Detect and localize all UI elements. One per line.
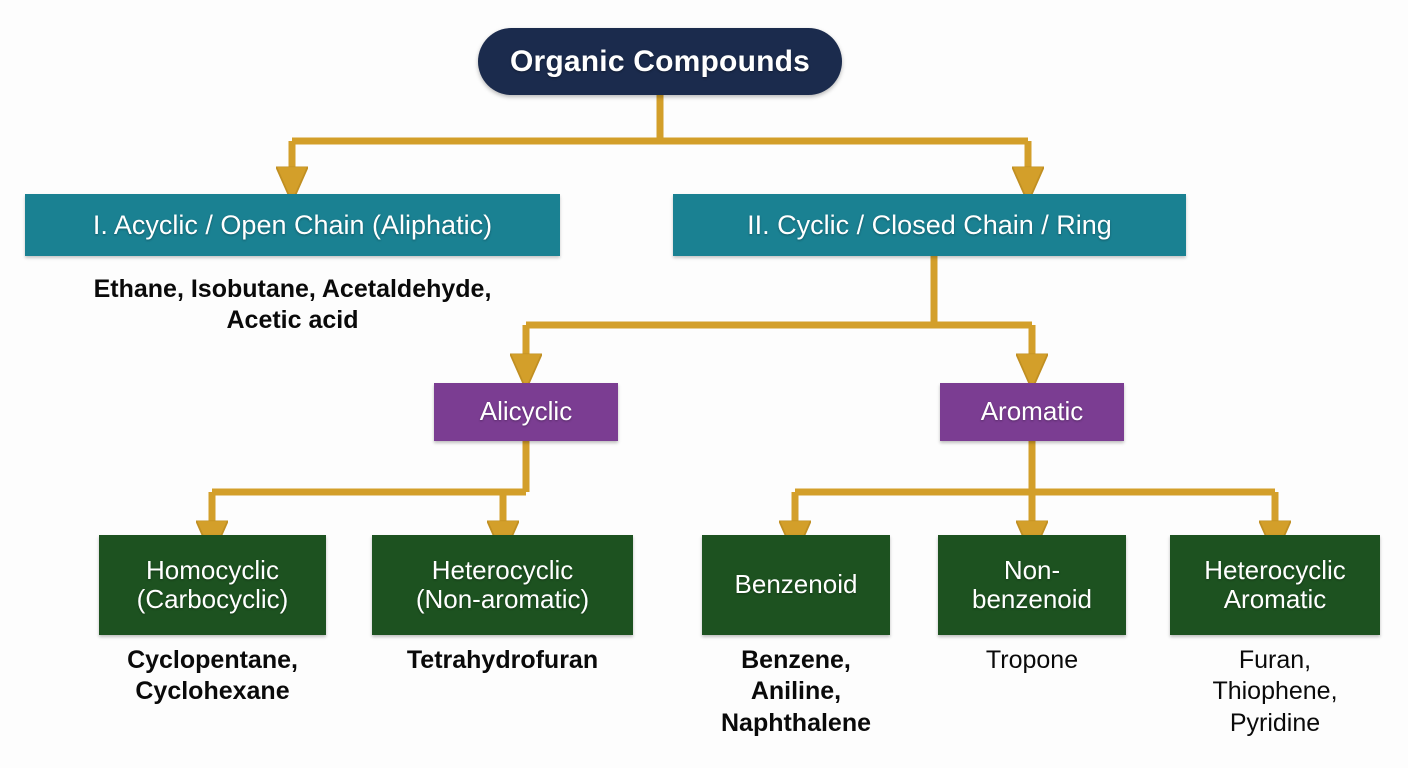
caption-homocyclic-examples-text: Cyclopentane, Cyclohexane — [127, 646, 298, 706]
node-non-benzenoid-label: Non- benzenoid — [972, 554, 1092, 614]
caption-heterocyclic-non-aromatic-examples: Tetrahydrofuran — [372, 645, 633, 676]
caption-non-benzenoid-examples: Tropone — [938, 645, 1126, 676]
node-homocyclic-carbocyclic[interactable]: Homocyclic (Carbocyclic) — [99, 535, 326, 635]
node-heterocyclic-non-aromatic[interactable]: Heterocyclic (Non-aromatic) — [372, 535, 633, 635]
node-homocyclic-carbocyclic-label: Homocyclic (Carbocyclic) — [136, 554, 289, 614]
node-heterocyclic-aromatic-label: Heterocyclic Aromatic — [1204, 554, 1346, 614]
node-benzenoid-label: Benzenoid — [734, 569, 858, 600]
caption-benzenoid-examples: Benzene, Aniline, Naphthalene — [696, 645, 896, 739]
node-cyclic-closed-chain[interactable]: II. Cyclic / Closed Chain / Ring — [673, 194, 1186, 256]
node-heterocyclic-aromatic[interactable]: Heterocyclic Aromatic — [1170, 535, 1380, 635]
caption-non-benzenoid-examples-text: Tropone — [985, 646, 1079, 674]
caption-aliphatic-examples: Ethane, Isobutane, Acetaldehyde, Acetic … — [25, 274, 560, 337]
caption-homocyclic-examples: Cyclopentane, Cyclohexane — [99, 645, 326, 708]
caption-heterocyclic-aromatic-examples-text: Furan, Thiophene, Pyridine — [1212, 646, 1338, 737]
node-acyclic-open-chain[interactable]: I. Acyclic / Open Chain (Aliphatic) — [25, 194, 560, 256]
node-aromatic-label: Aromatic — [980, 396, 1084, 427]
node-aromatic[interactable]: Aromatic — [940, 383, 1124, 441]
node-organic-compounds-label: Organic Compounds — [509, 44, 811, 78]
node-acyclic-open-chain-label: I. Acyclic / Open Chain (Aliphatic) — [92, 209, 493, 240]
node-benzenoid[interactable]: Benzenoid — [702, 535, 890, 635]
node-alicyclic-label: Alicyclic — [479, 396, 573, 427]
node-heterocyclic-non-aromatic-label: Heterocyclic (Non-aromatic) — [415, 554, 590, 614]
node-organic-compounds[interactable]: Organic Compounds — [478, 28, 842, 95]
caption-aliphatic-examples-text: Ethane, Isobutane, Acetaldehyde, Acetic … — [93, 275, 492, 335]
node-alicyclic[interactable]: Alicyclic — [434, 383, 618, 441]
caption-heterocyclic-aromatic-examples: Furan, Thiophene, Pyridine — [1170, 645, 1380, 739]
caption-heterocyclic-non-aromatic-examples-text: Tetrahydrofuran — [406, 646, 599, 674]
node-non-benzenoid[interactable]: Non- benzenoid — [938, 535, 1126, 635]
node-cyclic-closed-chain-label: II. Cyclic / Closed Chain / Ring — [747, 209, 1112, 240]
caption-benzenoid-examples-text: Benzene, Aniline, Naphthalene — [720, 646, 872, 737]
